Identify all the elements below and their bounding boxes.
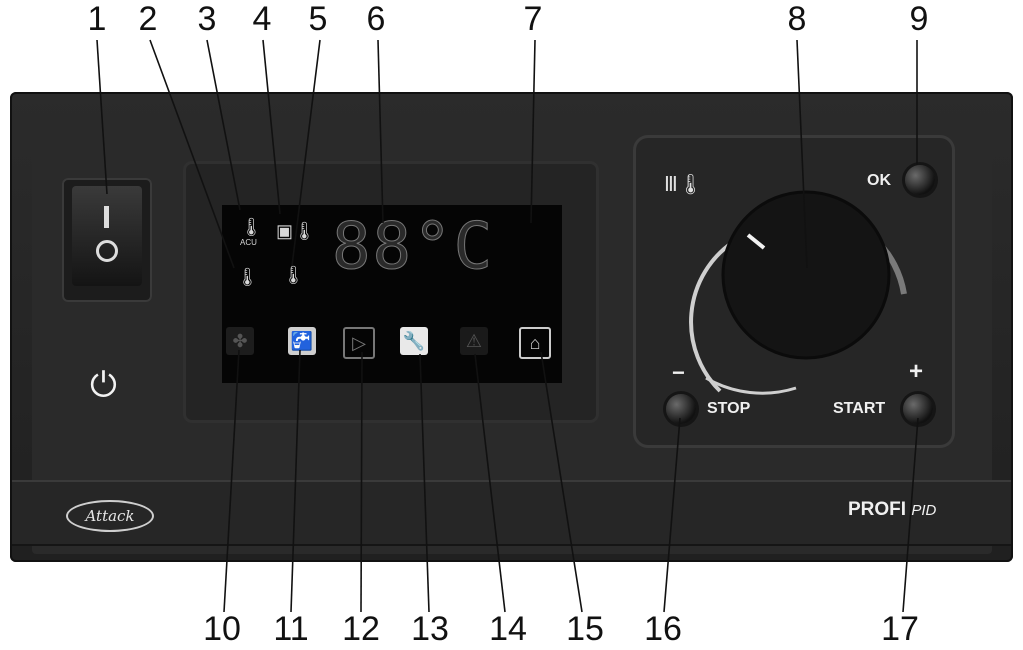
dial-arc-low: [689, 240, 735, 393]
callout-11: 11: [273, 610, 309, 648]
callout-10: 10: [203, 610, 241, 648]
callout-16: 16: [644, 610, 682, 648]
acu-label: ACU: [240, 238, 257, 247]
switch-on-mark: [104, 206, 109, 228]
radiator-thermometer-icon: Ⅲ🌡: [664, 172, 703, 196]
warning-icon: ⚠: [460, 327, 488, 355]
attack-logo: Attack: [66, 500, 154, 532]
fan-icon: ✤: [226, 327, 254, 355]
callout-8: 8: [787, 0, 807, 38]
power-icon: ⏻: [90, 366, 117, 404]
pump-icon: ▷: [343, 327, 375, 359]
callout-14: 14: [489, 610, 527, 648]
callout-5: 5: [308, 0, 328, 38]
callout-4: 4: [252, 0, 272, 38]
temperature-digits: 88°C: [331, 210, 495, 284]
main-power-switch[interactable]: [72, 186, 142, 286]
model-name: PROFI PID: [848, 499, 937, 520]
acu-thermometer-icon: 🌡: [240, 217, 263, 237]
callout-7: 7: [523, 0, 543, 38]
plus-start-button[interactable]: [903, 394, 933, 424]
stop-label: STOP: [707, 400, 751, 417]
knob-indicator: [746, 233, 766, 250]
tap-icon: 🚰: [288, 327, 316, 355]
callout-6: 6: [366, 0, 386, 38]
knob[interactable]: [721, 190, 891, 360]
callout-17: 17: [881, 610, 919, 648]
plus-label: +: [909, 358, 924, 385]
callout-3: 3: [197, 0, 217, 38]
callout-1: 1: [87, 0, 107, 38]
minus-label: −: [672, 360, 685, 385]
callout-2: 2: [138, 0, 158, 38]
ok-button[interactable]: [905, 165, 935, 195]
house-thermometer-icon: ⌂: [519, 327, 551, 359]
minus-stop-button[interactable]: [666, 394, 696, 424]
callout-9: 9: [909, 0, 929, 38]
tank-thermometer-icon: ▣🌡: [276, 221, 316, 241]
callout-12: 12: [342, 610, 380, 648]
dial-arc-bottom: [705, 376, 797, 395]
lcd-display: [222, 205, 562, 383]
water-thermometer-icon: 🌡: [282, 265, 305, 285]
switch-off-mark: [96, 240, 118, 262]
dhw-thermometer-icon: 🌡: [236, 267, 259, 287]
start-label: START: [833, 400, 886, 417]
wrench-icon: 🔧: [400, 327, 428, 355]
ok-label: OK: [867, 172, 891, 189]
callout-15: 15: [566, 610, 604, 648]
bottom-strip: [12, 480, 1011, 546]
temperature-dial: Ⅲ🌡: [664, 172, 907, 395]
callout-13: 13: [411, 610, 449, 648]
